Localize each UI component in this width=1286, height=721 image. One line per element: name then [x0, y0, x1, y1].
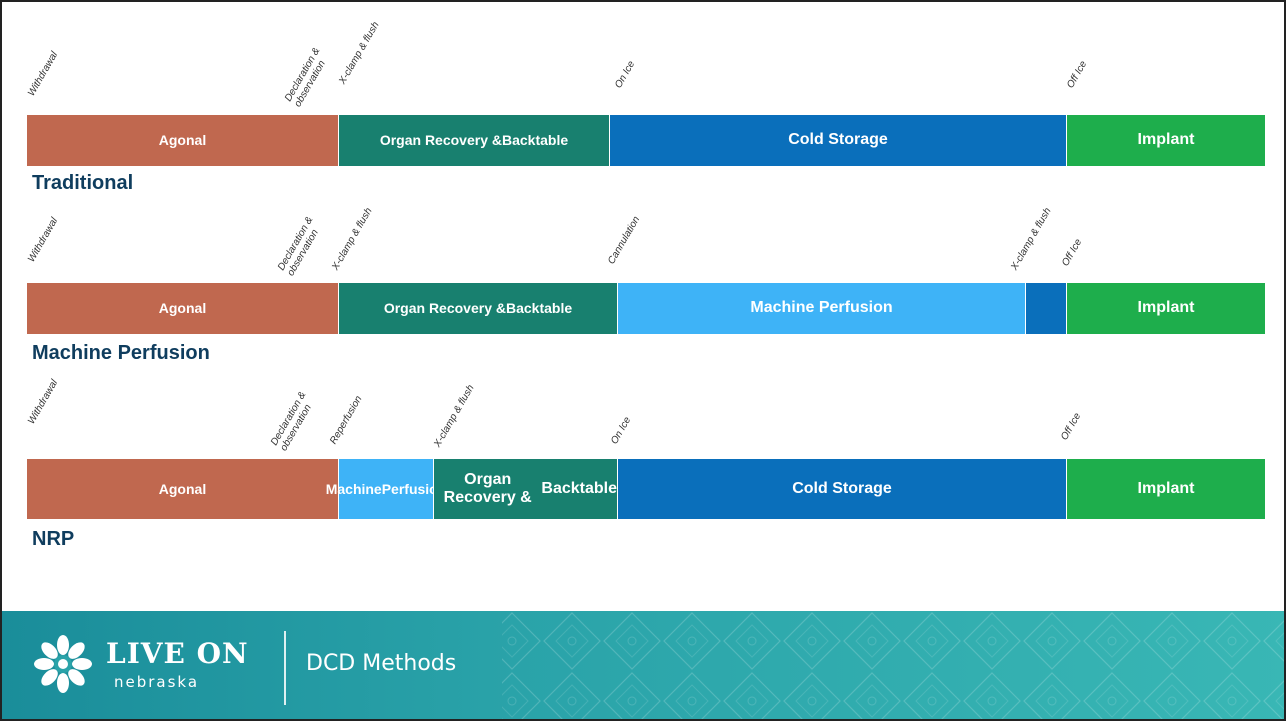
marker-reperfusion: Reperfusion: [328, 394, 365, 447]
marker-on-ice: On Ice: [609, 415, 634, 447]
marker-x-clamp-flush: X-clamp & flush: [1009, 206, 1054, 273]
segment-organ-recovery-backtable: Organ Recovery &Backtable: [434, 459, 618, 519]
marker-declaration-observation: Declaration & observation: [275, 215, 321, 278]
marker-x-clamp-flush: X-clamp & flush: [330, 206, 375, 273]
segment-implant: Implant: [1067, 283, 1266, 334]
marker-declaration-observation: Declaration & observation: [268, 390, 314, 453]
segment-agonal: Agonal: [27, 115, 339, 166]
marker-on-ice: On Ice: [613, 59, 638, 91]
segment-cold-storage-short: [1026, 283, 1067, 334]
marker-declaration-observation: Declaration & observation: [282, 46, 328, 109]
segment-implant: Implant: [1067, 115, 1266, 166]
marker-withdrawal: Withdrawal: [26, 215, 61, 265]
marker-withdrawal: Withdrawal: [26, 377, 61, 427]
pattern-background: [502, 611, 1284, 719]
footer-divider: [284, 631, 286, 705]
marker-x-clamp-flush: X-clamp & flush: [432, 383, 477, 450]
marker-withdrawal: Withdrawal: [26, 49, 61, 99]
segment-agonal: Agonal: [27, 459, 339, 519]
brand-subtitle: nebraska: [114, 673, 200, 691]
segment-organ-recovery-backtable: Organ Recovery &Backtable: [339, 283, 618, 334]
segment-organ-recovery-backtable: Organ Recovery &Backtable: [339, 115, 610, 166]
row-label-machine-perfusion: Machine Perfusion: [32, 342, 210, 364]
slide-title: DCD Methods: [306, 651, 457, 676]
segment-cold-storage: Cold Storage: [618, 459, 1067, 519]
footer-banner: LIVE ON nebraska DCD Methods: [2, 611, 1284, 719]
marker-off-ice: Off Ice: [1060, 237, 1085, 269]
marker-cannulation: Cannulation: [606, 214, 643, 267]
row-label-nrp: NRP: [32, 528, 75, 550]
segment-cold-storage: Cold Storage: [610, 115, 1067, 166]
flower-logo-icon: [34, 635, 92, 693]
brand-name: LIVE ON: [106, 637, 249, 670]
row-label-traditional: Traditional: [32, 172, 134, 194]
marker-off-ice: Off Ice: [1059, 411, 1084, 443]
marker-x-clamp-flush: X-clamp & flush: [337, 20, 382, 87]
marker-off-ice: Off Ice: [1065, 59, 1090, 91]
segment-implant: Implant: [1067, 459, 1266, 519]
segment-machine-perfusion: Machine Perfusion: [618, 283, 1026, 334]
segment-agonal: Agonal: [27, 283, 339, 334]
